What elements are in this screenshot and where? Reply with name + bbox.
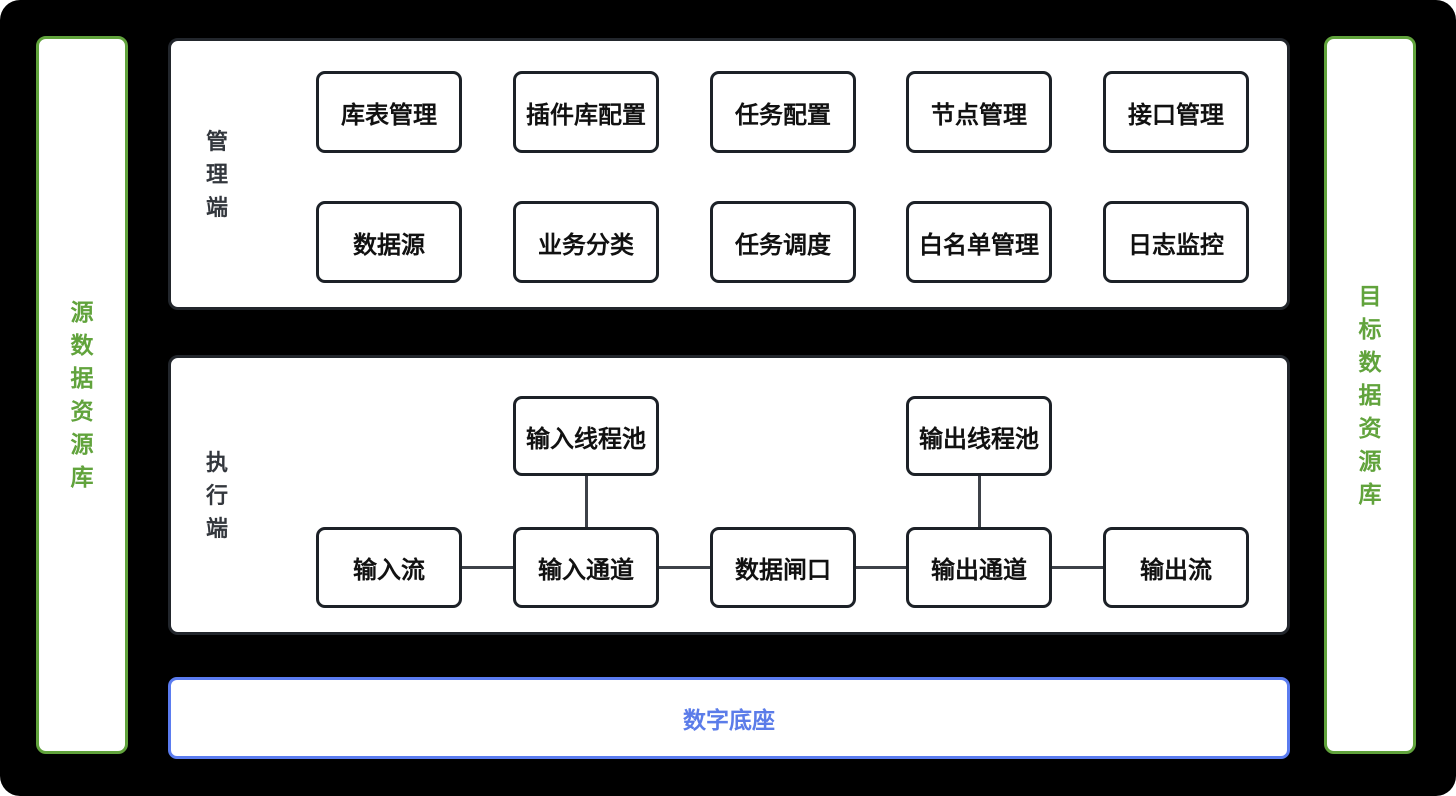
connector-output-channel-to-stream bbox=[1052, 566, 1103, 569]
node-data-source: 数据源 bbox=[316, 201, 462, 283]
digital-foundation-label: 数字底座 bbox=[683, 707, 775, 733]
node-task-config: 任务配置 bbox=[710, 71, 856, 153]
connector-gate-to-output-channel bbox=[856, 566, 906, 569]
node-table-management: 库表管理 bbox=[316, 71, 462, 153]
node-whitelist-management: 白名单管理 bbox=[906, 201, 1052, 283]
source-data-repository-label: 源数据资源库 bbox=[70, 299, 94, 490]
execution-panel-label: 执行端 bbox=[205, 449, 228, 541]
node-input-stream: 输入流 bbox=[316, 527, 462, 608]
node-interface-management: 接口管理 bbox=[1103, 71, 1249, 153]
node-input-thread-pool: 输入线程池 bbox=[513, 396, 659, 476]
node-output-channel: 输出通道 bbox=[906, 527, 1052, 608]
node-output-stream: 输出流 bbox=[1103, 527, 1249, 608]
execution-panel-label-wrap: 执行端 bbox=[205, 358, 229, 632]
node-input-channel: 输入通道 bbox=[513, 527, 659, 608]
connector-output-pool-to-channel bbox=[978, 476, 981, 527]
node-business-classification: 业务分类 bbox=[513, 201, 659, 283]
connector-input-stream-to-channel bbox=[462, 566, 513, 569]
node-node-management: 节点管理 bbox=[906, 71, 1052, 153]
source-data-repository: 源数据资源库 bbox=[36, 36, 128, 754]
node-data-gate: 数据闸口 bbox=[710, 527, 856, 608]
node-output-thread-pool: 输出线程池 bbox=[906, 396, 1052, 476]
management-panel-label-wrap: 管理端 bbox=[205, 41, 229, 307]
node-log-monitoring: 日志监控 bbox=[1103, 201, 1249, 283]
node-task-scheduling: 任务调度 bbox=[710, 201, 856, 283]
management-panel: 管理端 库表管理 插件库配置 任务配置 节点管理 接口管理 数据源 业务分类 任… bbox=[168, 38, 1290, 310]
management-panel-label: 管理端 bbox=[205, 128, 228, 220]
node-plugin-library-config: 插件库配置 bbox=[513, 71, 659, 153]
target-data-repository: 目标数据资源库 bbox=[1324, 36, 1416, 754]
execution-panel: 执行端 输入线程池 输出线程池 输入流 输入通道 数据闸口 输出通道 输出流 bbox=[168, 355, 1290, 635]
connector-input-channel-to-gate bbox=[659, 566, 710, 569]
digital-foundation-bar: 数字底座 bbox=[168, 677, 1290, 759]
connector-input-pool-to-channel bbox=[585, 476, 588, 527]
target-data-repository-label: 目标数据资源库 bbox=[1358, 282, 1382, 507]
